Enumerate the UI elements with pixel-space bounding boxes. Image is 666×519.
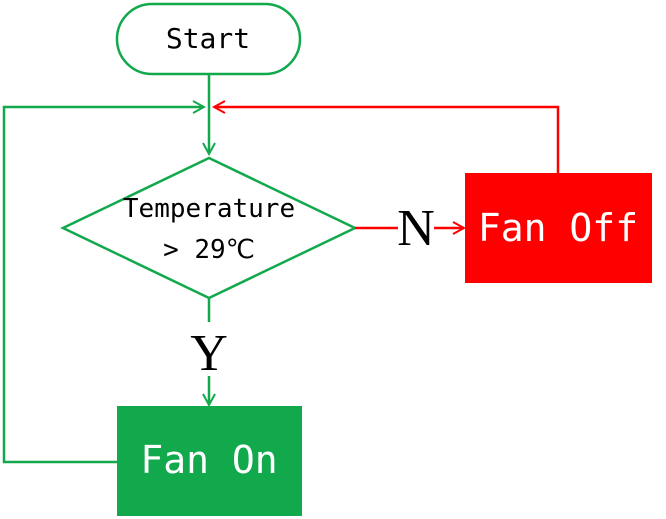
fan-on-loop-connector (2, 107, 204, 464)
fan-off-node: Fan Off (465, 173, 652, 283)
start-label: Start (166, 22, 250, 55)
decision-label-line-2: > 29℃ (163, 235, 255, 265)
yes-label-background (192, 322, 226, 376)
fan-off-return-connector (214, 107, 560, 173)
fan-on-node: Fan On (117, 406, 302, 516)
decision-node: Temperature > 29℃ (60, 156, 358, 300)
fan-off-label: Fan Off (478, 206, 638, 250)
start-node: Start (115, 2, 302, 76)
no-label: N (397, 200, 435, 257)
decision-label-line-1: Temperature (123, 194, 295, 224)
yes-label: Y (190, 325, 228, 382)
fan-on-label: Fan On (140, 438, 277, 482)
no-label-background (398, 200, 434, 252)
